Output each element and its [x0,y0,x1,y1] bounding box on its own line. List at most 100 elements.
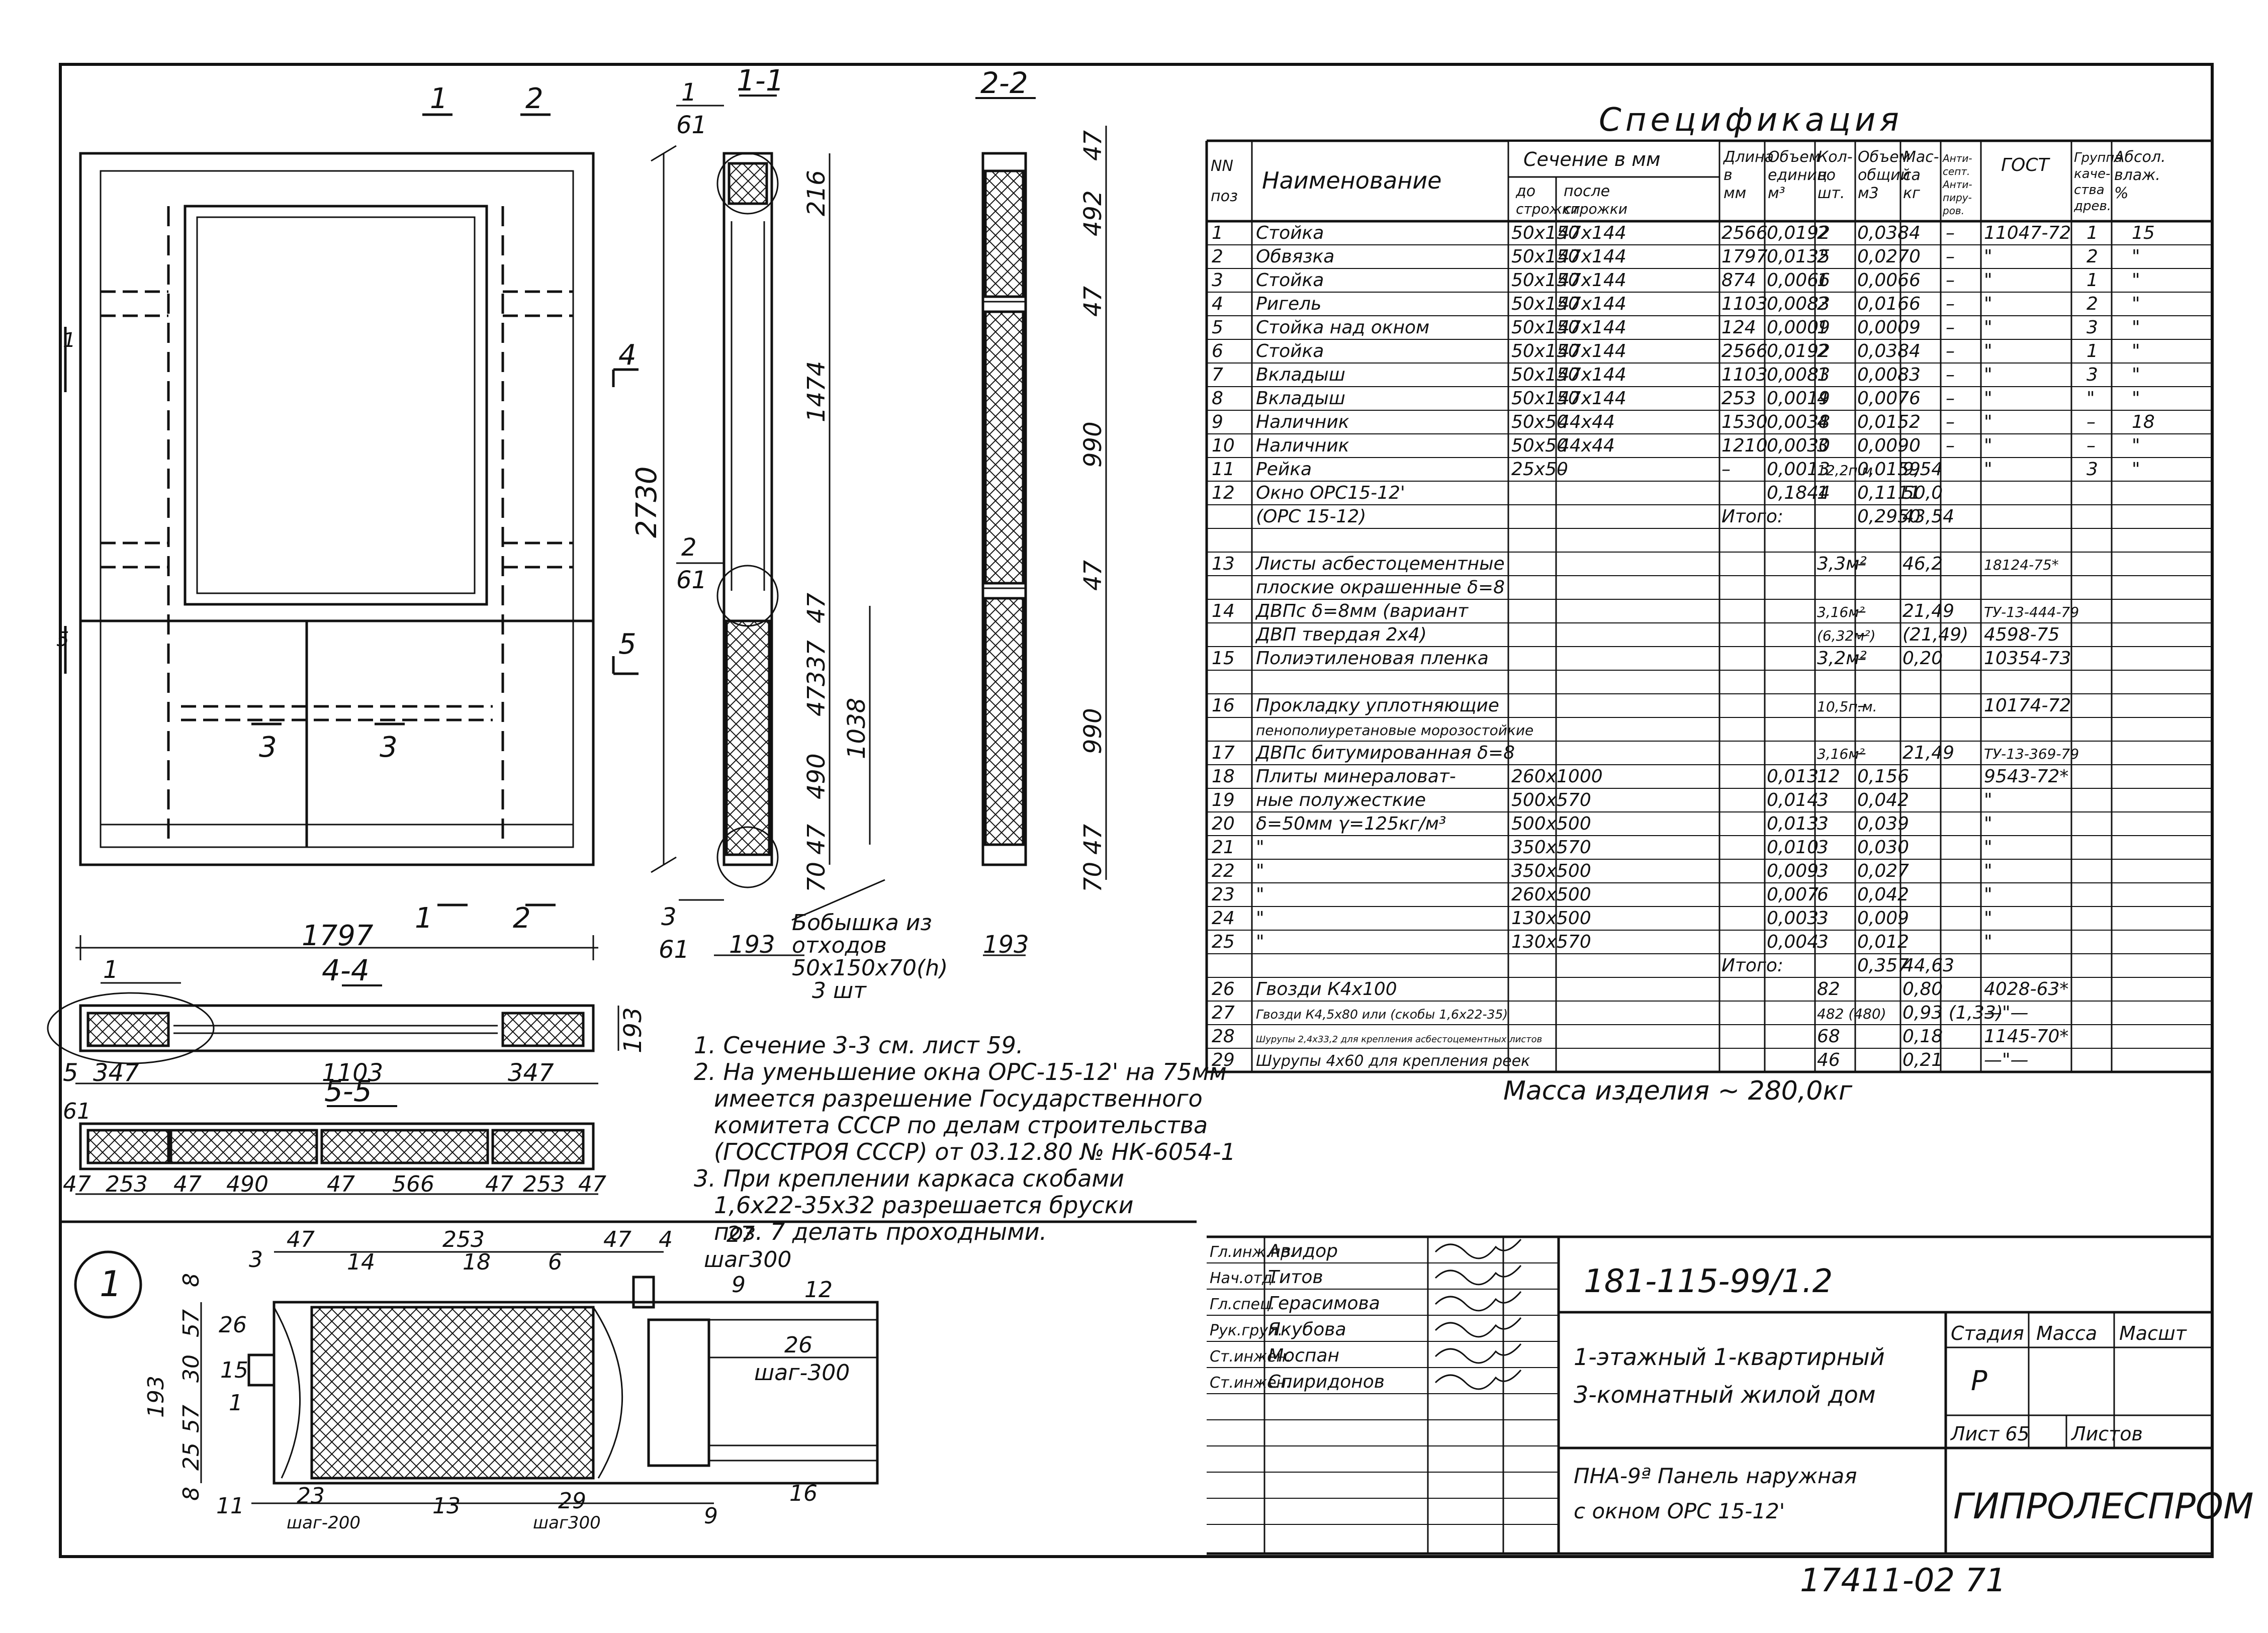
spec-cell: – [1857,601,1866,621]
spec-cell: " [1984,341,1992,361]
spec-cell: 1103 [1721,294,1768,314]
sheets-count-label: Листов [2070,1423,2143,1445]
s11-tag1b: 61 [676,111,707,139]
scale-label: Масшт [2119,1322,2188,1344]
spec-cell: (6,32м²) [1817,627,1876,644]
spec-item-name: Гвозди К4,5х80 или (скобы 1,6х22-35) [1256,1007,1508,1022]
spec-cell: 25х50 [1511,459,1568,480]
spec-cell: 3,16м² [1817,746,1865,762]
s55-dim-566: 566 [392,1171,434,1197]
header-antiseptic: пиру- [1943,192,1972,204]
spec-cell: " [1984,932,1992,952]
spec-cell: " [2132,246,2140,267]
s55-dim-253a: 253 [106,1171,148,1197]
spec-cell: 0,0159 [1857,459,1921,480]
header-length: в [1723,166,1733,184]
header-length: мм [1723,185,1746,202]
node-number: 1 [100,1263,122,1305]
signature-mark [1434,1370,1522,1390]
spec-cell: 24 [1212,908,1235,929]
s55-dim-490: 490 [226,1171,268,1197]
spec-cell: 50х150 [1511,365,1580,385]
header-merge [1507,142,1720,177]
header-mass: са [1903,166,1921,184]
spec-cell: 11 [1212,459,1235,480]
spec-cell: 1145-70* [1984,1026,2068,1047]
section-mark-3b: 3 [380,731,398,764]
node-callout-26a: 26 [219,1312,247,1338]
spec-cell: – [1946,388,1955,409]
spec-cell: 1 [1817,270,1829,291]
spec-cell: 9,54 [1902,459,1943,480]
spec-cell: – [1946,270,1955,291]
spec-cell: 47х144 [1558,341,1626,361]
header-volume-unit: м³ [1768,185,1785,202]
s11-note-2: отходов [792,933,887,958]
spec-cell: 2 [1817,341,1829,361]
spec-item-name: Стойка над окном [1256,317,1429,338]
node-callout-18: 18 [463,1249,491,1275]
spec-cell: 44,63 [1902,955,1954,976]
staff-role: Гл.спец. [1210,1296,1275,1313]
header-before: до [1515,183,1535,200]
spec-item-name: Стойка [1256,270,1324,291]
spec-cell: 14 [1212,601,1235,621]
spec-cell: —"— [1984,1003,2029,1023]
spec-cell: " [1984,837,1992,858]
spec-cell: " [1984,294,1992,314]
stage-label: Стадия [1951,1322,2024,1344]
header-mass: кг [1903,185,1920,202]
header-after: после [1564,183,1610,200]
spec-item-name: Шурупы 4х60 для крепления реек [1256,1052,1530,1070]
elevation-height-dim: 2730 [630,466,663,538]
stage-value: Р [1971,1365,1987,1397]
spec-cell: 3 [1817,861,1829,881]
spec-cell: " [1984,246,1992,267]
spec-cell: 47х144 [1558,223,1626,243]
header-mass: Мас- [1903,148,1939,166]
elevation-width-dim: 1797 [302,920,374,952]
spec-cell: 0,357 [1857,955,1909,976]
spec-cell: 0,0009 [1857,317,1921,338]
spec-cell: 6 [1817,884,1829,905]
spec-cell: 0,0013 [1767,459,1830,480]
spec-cell: 4598-75 [1984,624,2059,645]
node-dim-8b: 8 [178,1487,204,1501]
s55-dim-47d: 47 [485,1171,513,1197]
spec-item-name: " [1256,884,1264,905]
spec-cell: 19 [1212,790,1235,810]
spec-cell: 18 [2132,412,2155,432]
section-mark-2-bottom: 2 [513,902,531,935]
spec-cell: 1 [1817,365,1829,385]
spec-cell: 0,0019 [1767,388,1830,409]
spec-cell: 10 [1212,435,1235,456]
spec-cell: 4 [1817,388,1829,409]
spec-cell: 500х570 [1511,790,1591,810]
node-dim-253: 253 [442,1227,485,1252]
s22-dim-47d: 47 [1079,824,1107,855]
spec-cell: 2 [2086,294,2098,314]
spec-cell: 0,1111 [1857,483,1921,503]
spec-cell: 50х150 [1511,294,1580,314]
spec-item-name: (ОРС 15-12) [1256,506,1366,527]
footer-code: 17411-02 71 [1800,1562,2006,1599]
staff-name: Якубова [1267,1319,1346,1340]
spec-cell: 0,042 [1857,884,1909,905]
node-callout-13: 13 [432,1493,461,1519]
s22-dim-70: 70 [1079,862,1107,892]
spec-cell: 2 [1817,246,1829,267]
note-line-5: (ГОССТРОЯ СССР) от 03.12.80 № НК-6054-1 [714,1138,1236,1165]
header-humidity: Абсол. [2113,148,2166,166]
header-qty: Кол- [1818,148,1853,166]
s55-dim-61: 61 [63,1099,91,1124]
spec-item-name: ДВПс битумированная δ=8 [1255,743,1515,763]
header-group: древ. [2073,199,2111,214]
spec-cell: (21,49) [1902,624,1968,645]
project-title-line-2: 3-комнатный жилой дом [1574,1381,1876,1408]
spec-cell: 2 [1817,223,1829,243]
spec-cell: 1210 [1721,435,1768,456]
note-line-6: 3. При креплении каркаса скобами [694,1165,1124,1192]
section-mark-5: 5 [618,628,637,661]
spec-cell: 2 [1212,246,1223,267]
